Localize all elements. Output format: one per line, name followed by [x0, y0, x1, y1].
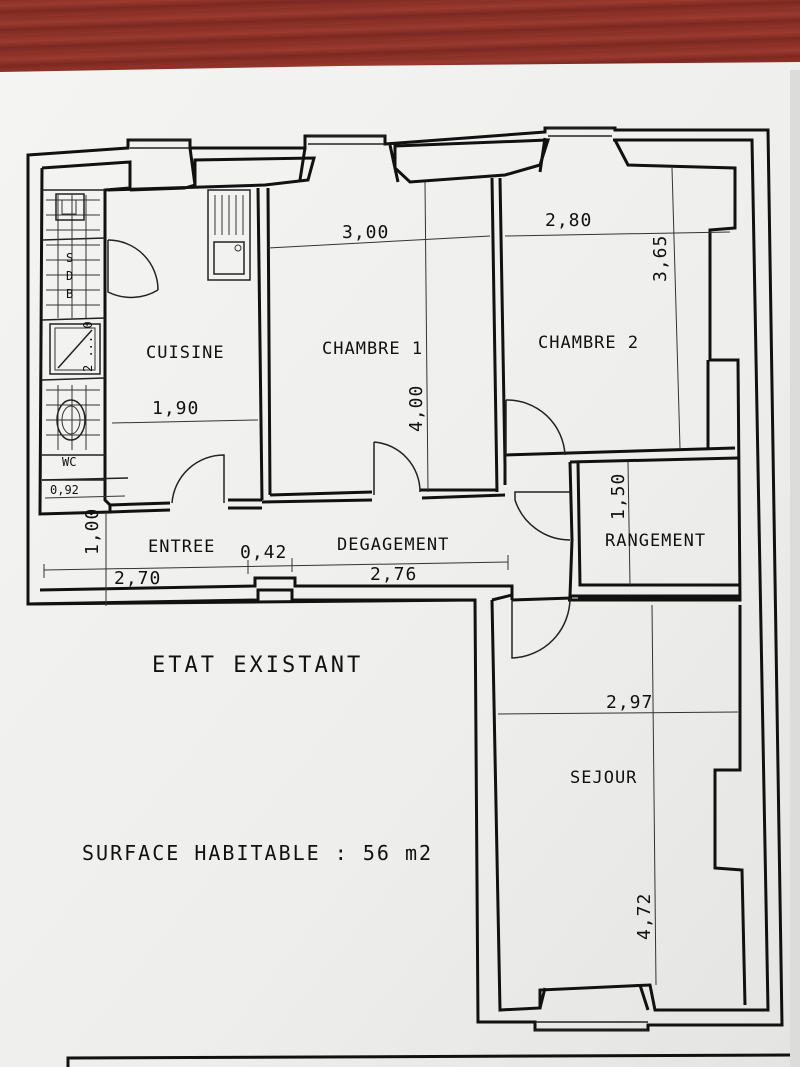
dim-passage: 0,42 — [240, 542, 287, 563]
dim-chambre1-width: 3,00 — [342, 222, 389, 243]
label-chambre-1: CHAMBRE 1 — [322, 339, 423, 359]
label-cuisine: CUISINE — [146, 343, 225, 363]
dimension-labels: 3,00 2,80 3,65 4,00 1,90 0,92 1,00 2,70 … — [50, 210, 671, 940]
label-wc: WC — [62, 455, 76, 469]
label-degagement: DEGAGEMENT — [337, 535, 449, 555]
interior-partitions — [41, 177, 740, 602]
dim-sejour-width: 2,97 — [606, 692, 653, 713]
paper-edge — [790, 70, 800, 1067]
label-entree: ENTREE — [148, 537, 215, 557]
dim-rangement-depth: 1,50 — [608, 473, 629, 520]
label-rangement: RANGEMENT — [605, 531, 706, 551]
dim-degagement-width: 2,76 — [370, 564, 417, 585]
dim-cuisine-width: 1,90 — [152, 398, 199, 419]
label-sdb-b: B — [66, 287, 73, 301]
sdb-fixtures — [41, 193, 129, 481]
dim-shower: 2 ... 0 — [81, 321, 95, 372]
dim-entree-depth: 1,00 — [82, 508, 103, 555]
dim-chambre2-depth: 3,65 — [650, 235, 671, 282]
sheet-frame-line — [66, 1053, 791, 1067]
dim-chambre2-width: 2,80 — [545, 210, 592, 231]
dim-wc-width: 0,92 — [50, 483, 79, 497]
plan-captions: ETAT EXISTANT SURFACE HABITABLE : 56 m2 — [82, 653, 433, 865]
label-sejour: SEJOUR — [570, 768, 637, 788]
windows — [130, 127, 650, 1031]
dim-sejour-depth: 4,72 — [634, 893, 655, 940]
room-labels: CUISINE CHAMBRE 1 CHAMBRE 2 RANGEMENT EN… — [62, 251, 706, 788]
dim-chambre1-depth: 4,00 — [406, 385, 427, 432]
surface-habitable: SURFACE HABITABLE : 56 m2 — [82, 841, 433, 865]
plan-title: ETAT EXISTANT — [152, 653, 363, 678]
doors — [107, 239, 571, 659]
sejour-wall-recesses — [706, 360, 747, 1006]
label-sdb-s: S — [66, 251, 73, 265]
label-chambre-2: CHAMBRE 2 — [538, 333, 639, 353]
dim-entree-width: 2,70 — [114, 568, 161, 589]
kitchen-fixtures — [207, 189, 251, 281]
label-sdb-d: D — [66, 269, 73, 283]
dimension-lines — [43, 167, 739, 986]
paper-sheet — [0, 62, 800, 1067]
